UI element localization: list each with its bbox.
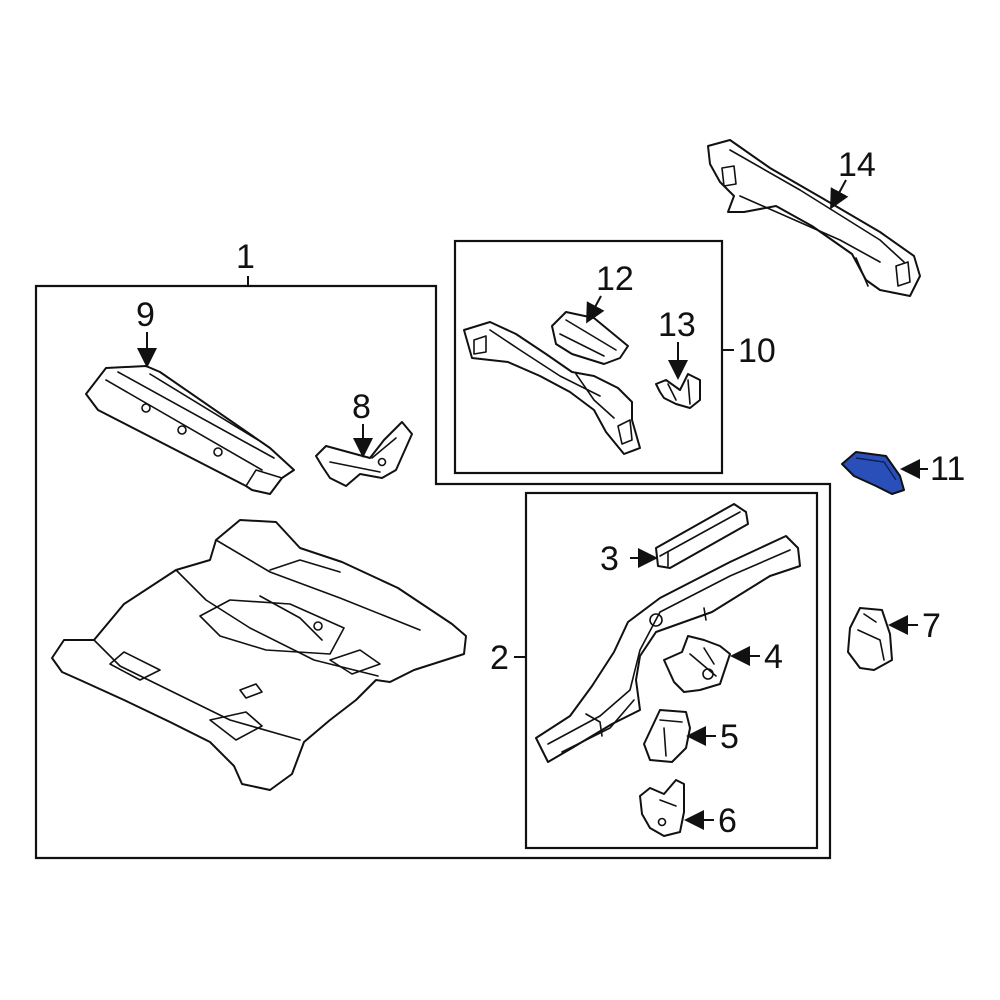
callout-6: 6 [718, 802, 737, 840]
callout-11: 11 [930, 450, 965, 488]
part-6-mounting-plate [639, 779, 685, 837]
part-10-rail-assembly [463, 321, 641, 455]
part-4-gusset [663, 635, 731, 693]
callout-13: 13 [658, 306, 696, 344]
callout-4: 4 [764, 638, 783, 676]
callout-9: 9 [136, 296, 155, 334]
part-5-box-bracket [643, 709, 691, 763]
callout-14: 14 [838, 146, 876, 184]
callout-12: 12 [596, 260, 634, 298]
part-2-side-rail [535, 535, 801, 763]
callout-10: 10 [738, 332, 776, 370]
group-frame-1 [34, 284, 832, 860]
callout-3: 3 [600, 540, 619, 578]
part-11-bracket-highlighted[interactable] [841, 451, 905, 495]
part-3-reinforcement [655, 503, 749, 569]
leader-12 [586, 295, 605, 324]
part-14-rear-crossmember [707, 139, 921, 297]
part-13-clip [655, 373, 701, 409]
callout-2: 2 [490, 639, 509, 677]
callout-8: 8 [352, 388, 371, 426]
group-frame-10 [453, 239, 724, 475]
part-12-rail [551, 311, 629, 365]
part-1-floor-pan [51, 519, 467, 791]
group-frame-2 [524, 491, 819, 850]
callout-1: 1 [236, 238, 255, 276]
part-7-bracket [847, 607, 893, 671]
callout-7: 7 [922, 607, 941, 645]
callout-5: 5 [720, 718, 739, 756]
leader-14 [830, 179, 849, 210]
part-9-crossmember [85, 365, 295, 495]
